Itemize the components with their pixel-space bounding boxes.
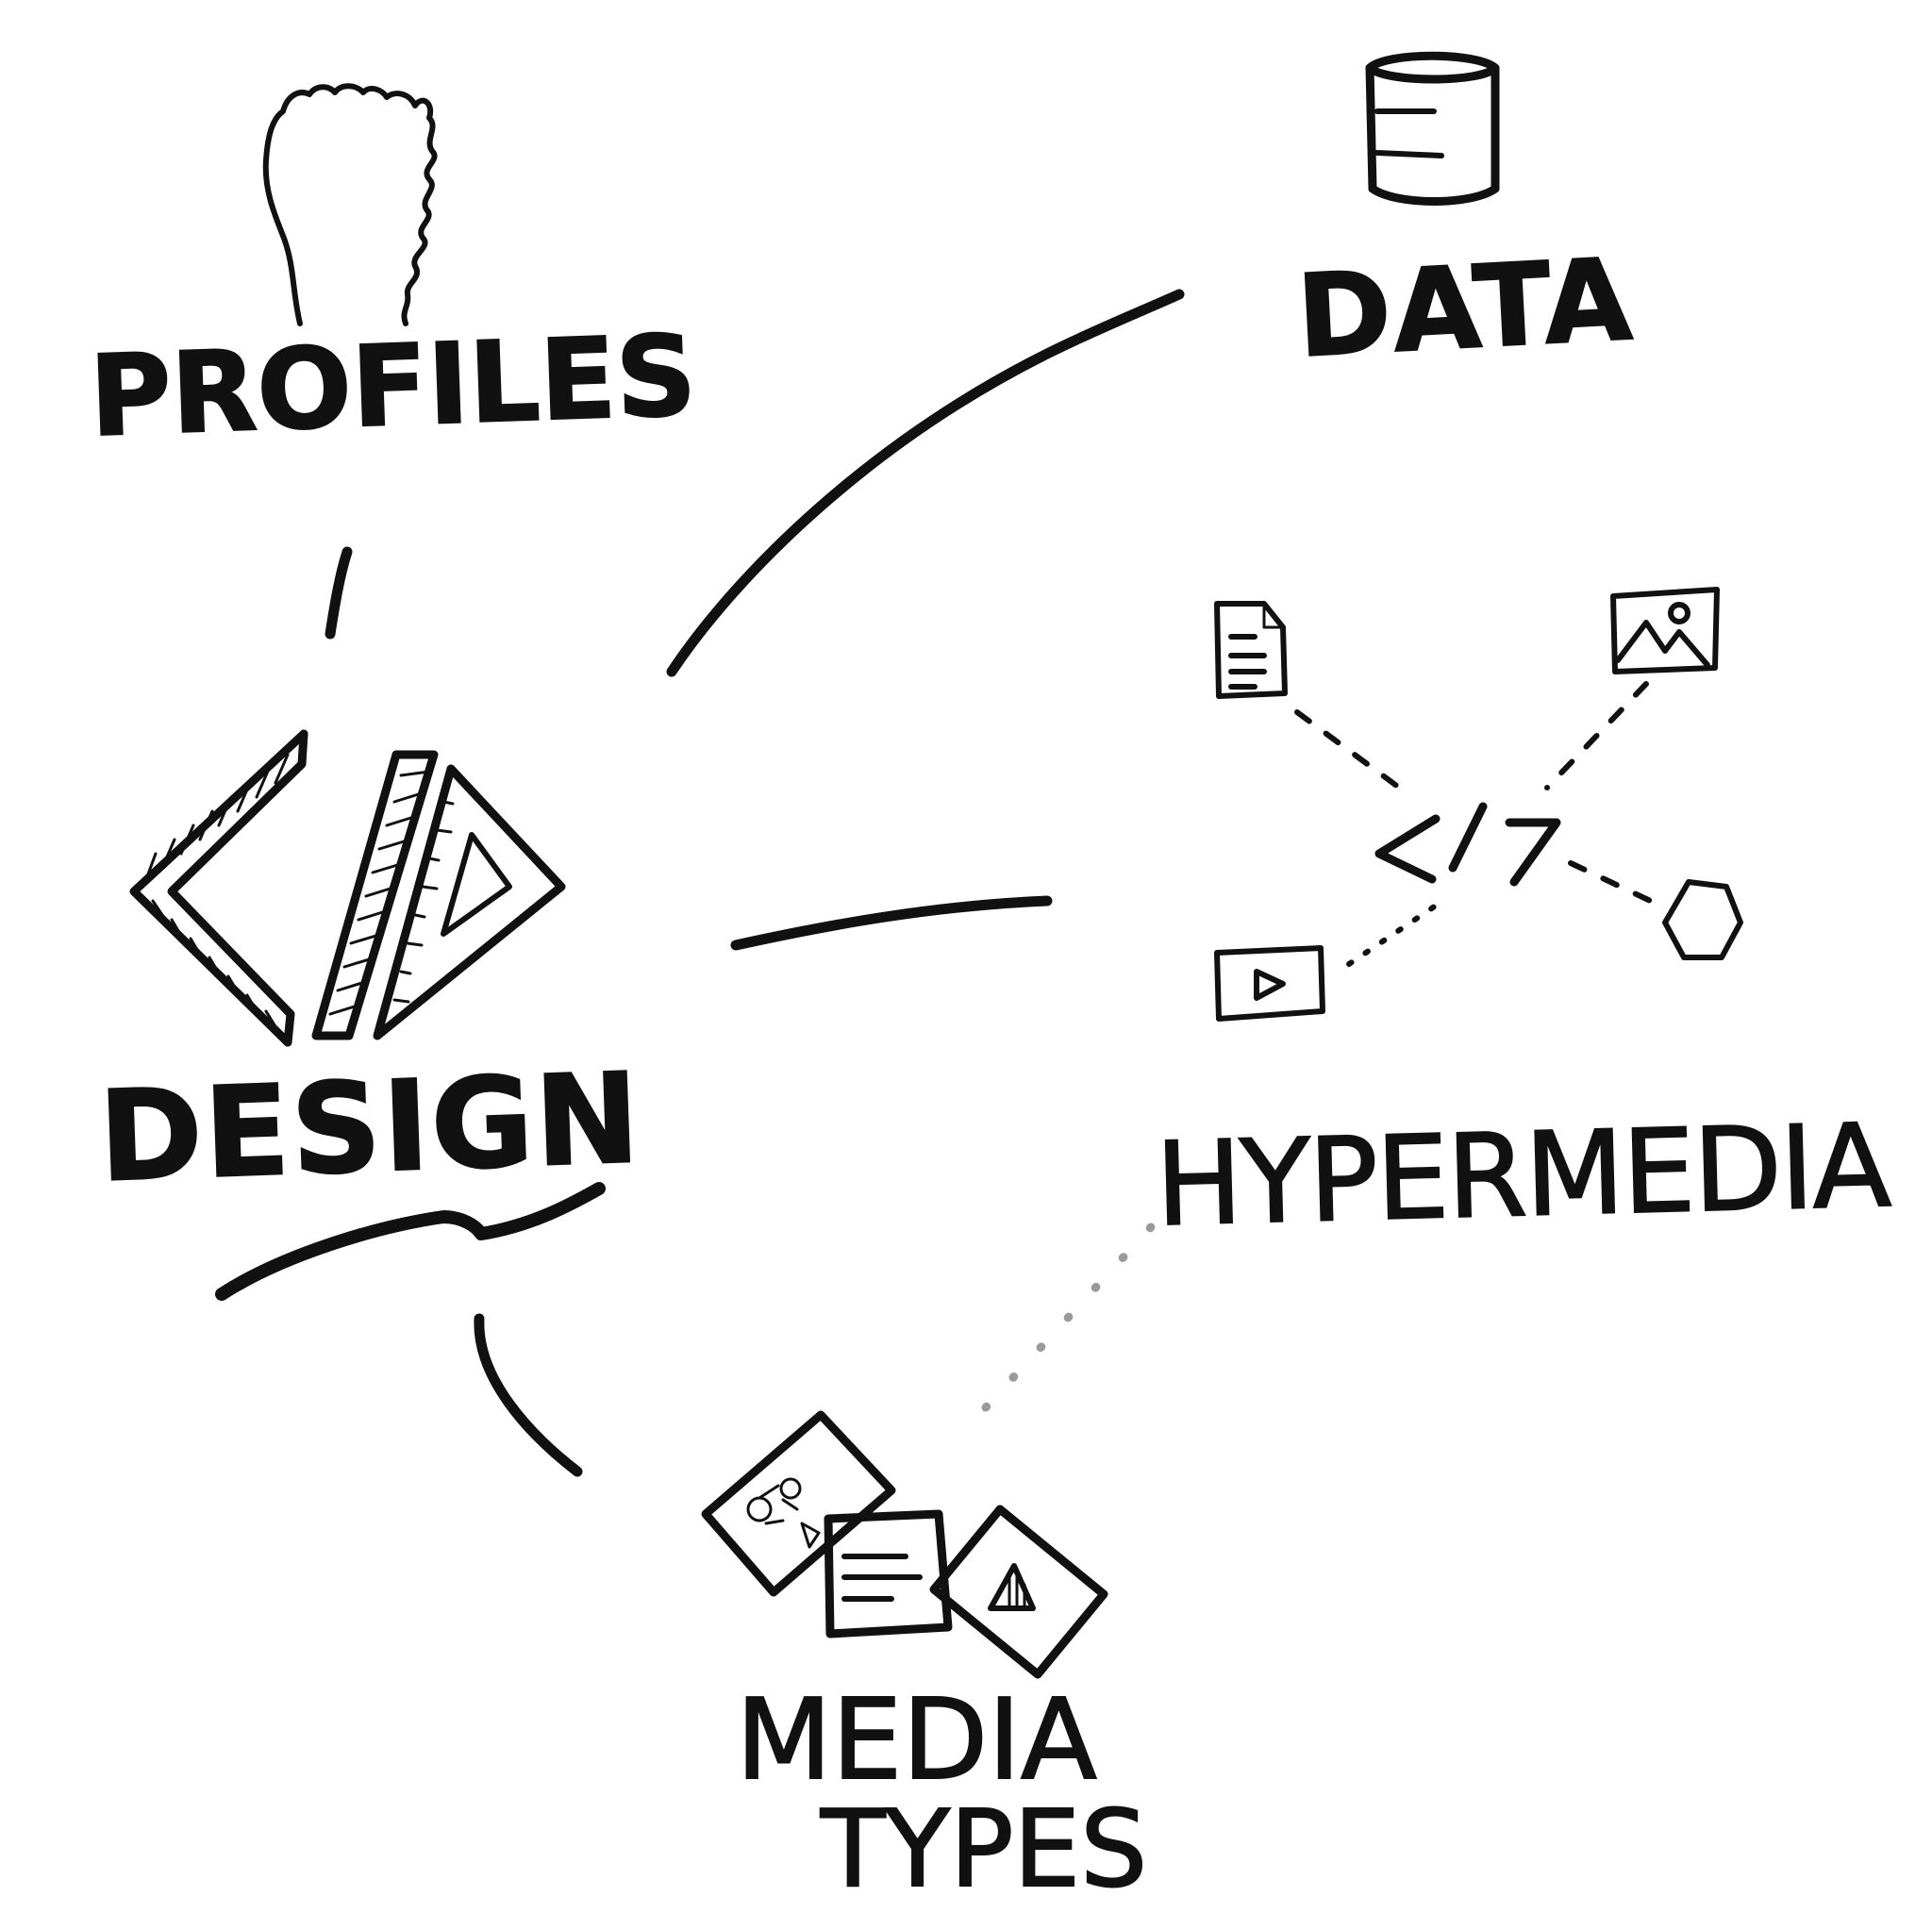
edge-design-mediatypes (474, 1313, 583, 1477)
profiles-label: Profiles (87, 309, 699, 462)
hexagon-icon (1662, 879, 1743, 960)
edge-mediatypes-hypermedia (981, 1212, 1165, 1412)
media-types-label-line1: Media (735, 1674, 1098, 1805)
edge-design-hypermedia (730, 895, 1053, 951)
edge-profiles-design (325, 546, 353, 640)
design-underline (215, 1182, 606, 1301)
hypermedia-label: Hypermedia (1153, 1098, 1891, 1253)
person-silhouette-icon (262, 83, 438, 326)
design-label: Design (95, 1045, 644, 1211)
video-icon (1214, 945, 1325, 1022)
database-icon (1365, 51, 1500, 206)
edge-design-data (666, 289, 1185, 677)
drafting-tools-icon (129, 729, 566, 1047)
link-video-code (1346, 901, 1441, 967)
link-hexagon-code (1568, 860, 1663, 908)
link-image-code (1544, 681, 1649, 790)
link-document-code (1294, 709, 1408, 795)
media-types-label-line2: Types (820, 1788, 1148, 1911)
media-cards-icon (701, 1410, 1108, 1679)
document-icon (1214, 601, 1288, 699)
data-label: Data (1293, 234, 1638, 384)
image-icon (1610, 587, 1720, 674)
code-tag-icon (1374, 802, 1561, 887)
